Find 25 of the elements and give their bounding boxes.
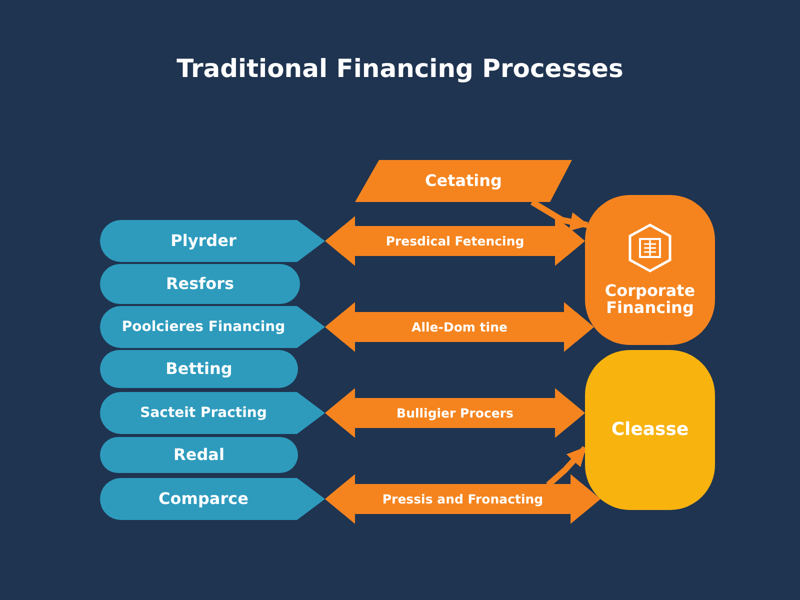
banner-shape xyxy=(355,160,572,202)
rounded-panel xyxy=(585,195,715,345)
node-label: Betting xyxy=(166,360,232,378)
double-arrow xyxy=(325,474,601,524)
chevron-box xyxy=(100,392,325,434)
chevron-box xyxy=(100,220,325,262)
node-label: Cleasse xyxy=(611,420,689,440)
chevron-box xyxy=(100,306,325,348)
node-label: Resfors xyxy=(166,276,234,292)
node-label: Comparce xyxy=(158,490,248,508)
chevron-box xyxy=(100,478,325,520)
rounded-box xyxy=(100,264,300,304)
banner-label: Cetating xyxy=(424,172,502,190)
double-arrow xyxy=(325,216,585,266)
node-label: Corporate Financing xyxy=(604,283,696,317)
node-label: Redal xyxy=(174,446,224,464)
node-label: Sacteit Practing xyxy=(140,406,267,420)
double-arrow xyxy=(325,388,585,438)
node-label: Poolcieres Financing xyxy=(122,320,286,334)
diagram-title: Traditional Financing Processes xyxy=(176,54,624,83)
double-arrow xyxy=(325,302,594,352)
rounded-box xyxy=(100,437,298,473)
rounded-panel xyxy=(585,350,715,510)
node-label: Plyrder xyxy=(170,232,236,250)
rounded-box xyxy=(100,350,298,388)
